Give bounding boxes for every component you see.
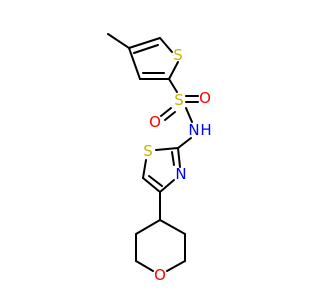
- bond-thiazole-n-c2-inner: [171, 151, 175, 166]
- atom-o-oxane: O: [154, 266, 166, 284]
- bond-thiazole-c5-c4-inner: [148, 175, 163, 187]
- bond-thiophene-c4-c5-inner: [133, 44, 159, 54]
- bond-thiazole-c2-s: [155, 147, 179, 151]
- atom-n-sulfonamide: N: [188, 121, 199, 139]
- bond-oxane-1: [159, 219, 186, 235]
- bond-thiazole-s-c5: [142, 159, 147, 179]
- bond-oxane-6: [135, 219, 161, 235]
- atom-s-thiophene: S: [173, 46, 183, 64]
- bond-n-thiazole-c2: [177, 137, 192, 149]
- atom-n-thiazole: N: [175, 165, 186, 183]
- bond-thiazole-c5-c4: [142, 177, 161, 193]
- atom-s-sulfonyl: S: [174, 91, 184, 109]
- bond-thiophene-c4-c5: [128, 37, 161, 49]
- bond-thiazole-n-c2: [177, 147, 181, 168]
- bond-so-bottom-2: [164, 111, 176, 121]
- chemical-structure: S S O O N H S N O: [107, 33, 212, 284]
- bond-oxane-4: [135, 260, 154, 272]
- bond-c2-sulfonyl: [168, 78, 178, 93]
- bond-methyl: [107, 33, 130, 49]
- atom-s-thiazole: S: [143, 142, 153, 160]
- atom-o-sulfonyl-right: O: [199, 89, 211, 107]
- bond-thiazole-c4-n: [159, 179, 175, 193]
- bond-thiophene-s-c2: [168, 61, 179, 80]
- bond-sulfonyl-n: [185, 107, 193, 123]
- bond-group: [107, 33, 199, 272]
- atom-o-sulfonyl-bottom: O: [149, 113, 161, 131]
- atom-labels: S S O O N H S N O: [143, 46, 211, 284]
- bond-so-bottom-1: [160, 107, 172, 117]
- bond-oxane-3: [166, 260, 186, 272]
- bond-thiophene-c5-s: [159, 37, 173, 53]
- atom-h-sulfonamide: H: [200, 121, 211, 139]
- bond-thiophene-c3-c4: [128, 47, 141, 80]
